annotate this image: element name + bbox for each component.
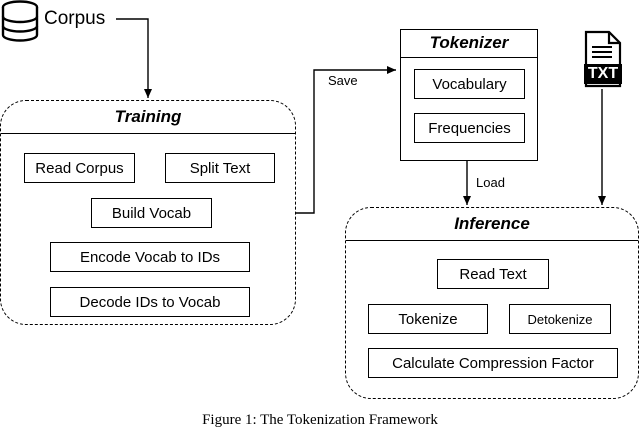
training-divider <box>1 133 295 134</box>
inference-divider <box>346 240 638 241</box>
compression-factor-step: Calculate Compression Factor <box>368 348 618 378</box>
txt-file-label: TXT <box>587 65 619 82</box>
txt-file-icon <box>584 30 622 88</box>
figure-caption: Figure 1: The Tokenization Framework <box>202 412 438 428</box>
tokenizer-divider <box>401 57 537 58</box>
corpus-to-training-arrow <box>116 18 152 98</box>
corpus-label: Corpus <box>44 8 106 29</box>
training-title: Training <box>114 107 182 126</box>
database-icon <box>1 0 39 42</box>
frequencies-item: Frequencies <box>414 113 525 143</box>
read-corpus-step: Read Corpus <box>24 153 135 183</box>
vocabulary-item: Vocabulary <box>414 69 525 99</box>
tokenizer-title: Tokenizer <box>429 33 509 52</box>
inference-title: Inference <box>454 214 530 233</box>
build-vocab-step: Build Vocab <box>91 198 212 228</box>
decode-ids-step: Decode IDs to Vocab <box>50 287 250 317</box>
encode-vocab-step: Encode Vocab to IDs <box>50 242 250 272</box>
detokenize-step: Detokenize <box>509 304 611 334</box>
read-text-step: Read Text <box>437 259 549 289</box>
load-label: Load <box>476 175 505 190</box>
tokenize-step: Tokenize <box>368 304 488 334</box>
save-label: Save <box>328 73 358 88</box>
training-to-tokenizer-save-arrow <box>296 66 396 214</box>
split-text-step: Split Text <box>165 153 275 183</box>
